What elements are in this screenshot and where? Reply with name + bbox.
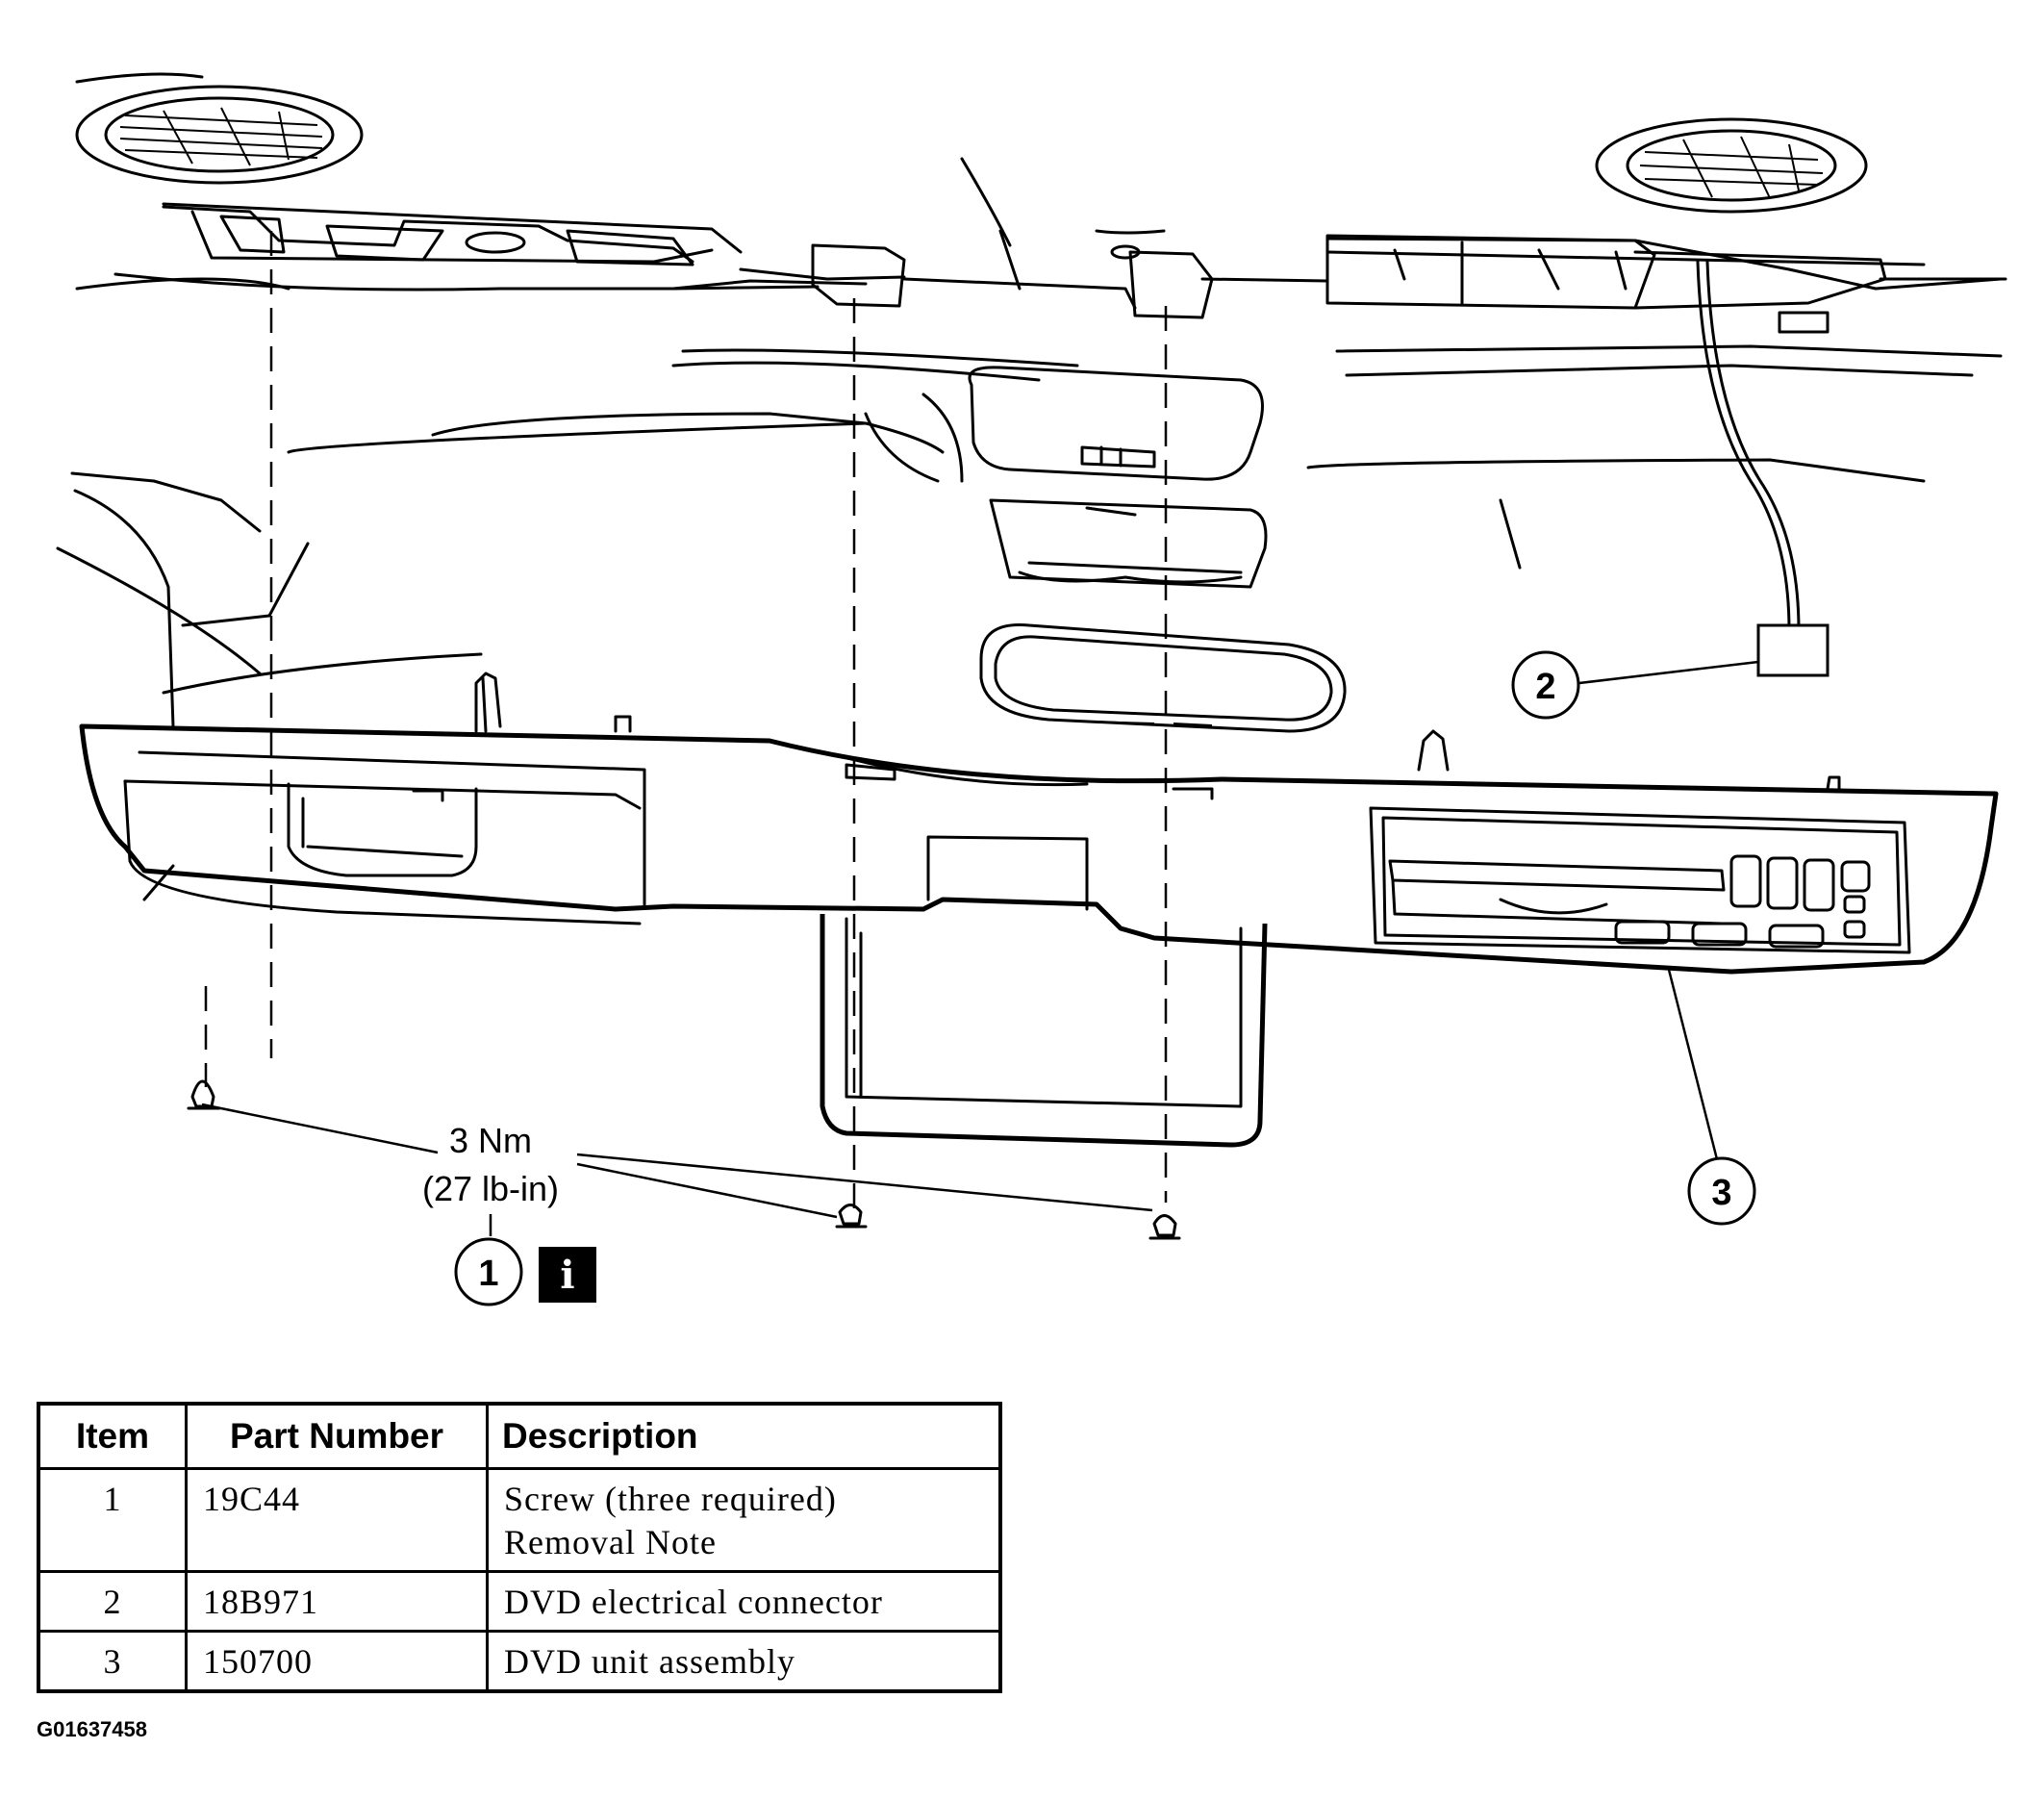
figure-id: G01637458 — [37, 1717, 147, 1741]
overhead-trim-panel — [79, 723, 1999, 975]
callout-2: 2 — [1511, 650, 1759, 720]
info-icon — [539, 1247, 596, 1303]
row-part-number: 19C44 — [185, 1467, 489, 1573]
screws — [187, 1079, 1181, 1240]
torque-spec: 3 Nm (27 lb-in) — [201, 1103, 1153, 1236]
table-row: 3 150700 DVD unit assembly — [37, 1630, 1002, 1693]
header-part-number: Part Number — [185, 1402, 489, 1470]
header-description: Description — [486, 1402, 1002, 1470]
table-row: 1 19C44 Screw (three required) Removal N… — [37, 1467, 1002, 1573]
callout-3-label: 3 — [1711, 1173, 1731, 1213]
dvd-connector-harness — [1696, 260, 1830, 677]
dvd-screen — [820, 914, 1268, 1148]
overhead-console — [968, 366, 1268, 589]
table-row: 2 18B971 DVD electrical connector — [37, 1570, 1002, 1633]
dvd-player-unit — [1369, 806, 1911, 954]
row-part-number: 18B971 — [185, 1570, 489, 1633]
description-line: DVD unit assembly — [504, 1642, 795, 1681]
table-header-row: Item Part Number Description — [37, 1402, 1002, 1470]
callout-1: 1 i — [454, 1237, 596, 1306]
rear-view-mirror — [979, 622, 1347, 733]
retaining-clips — [474, 672, 1841, 791]
row-description: DVD unit assembly — [486, 1630, 1002, 1693]
callout-2-label: 2 — [1535, 667, 1555, 707]
header-item: Item — [37, 1402, 188, 1470]
callout-1-label: 1 — [478, 1254, 498, 1294]
row-item: 2 — [37, 1570, 188, 1633]
torque-metric: 3 Nm — [449, 1121, 532, 1160]
torque-imperial: (27 lb-in) — [422, 1169, 559, 1208]
fastener-alignment-lines — [204, 231, 1168, 1212]
roof-bracket-rail — [162, 205, 2007, 334]
row-part-number: 150700 — [185, 1630, 489, 1693]
row-item: 3 — [37, 1630, 188, 1693]
description-line: Removal Note — [504, 1523, 717, 1561]
description-line: Screw (three required) — [504, 1480, 837, 1518]
callout-3: 3 — [1667, 969, 1756, 1226]
left-speaker-grille — [75, 85, 364, 185]
parts-table: Item Part Number Description 1 19C44 Scr… — [37, 1402, 1002, 1693]
description-line: DVD electrical connector — [504, 1583, 883, 1621]
headliner — [56, 72, 2003, 728]
row-description: Screw (three required) Removal Note — [486, 1467, 1002, 1573]
info-icon-label: i — [560, 1253, 574, 1298]
right-speaker-grille — [1595, 117, 1868, 214]
row-description: DVD electrical connector — [486, 1570, 1002, 1633]
dvd-installation-diagram: 3 Nm (27 lb-in) 1 i 2 3 — [56, 72, 2007, 1306]
row-item: 1 — [37, 1467, 188, 1573]
